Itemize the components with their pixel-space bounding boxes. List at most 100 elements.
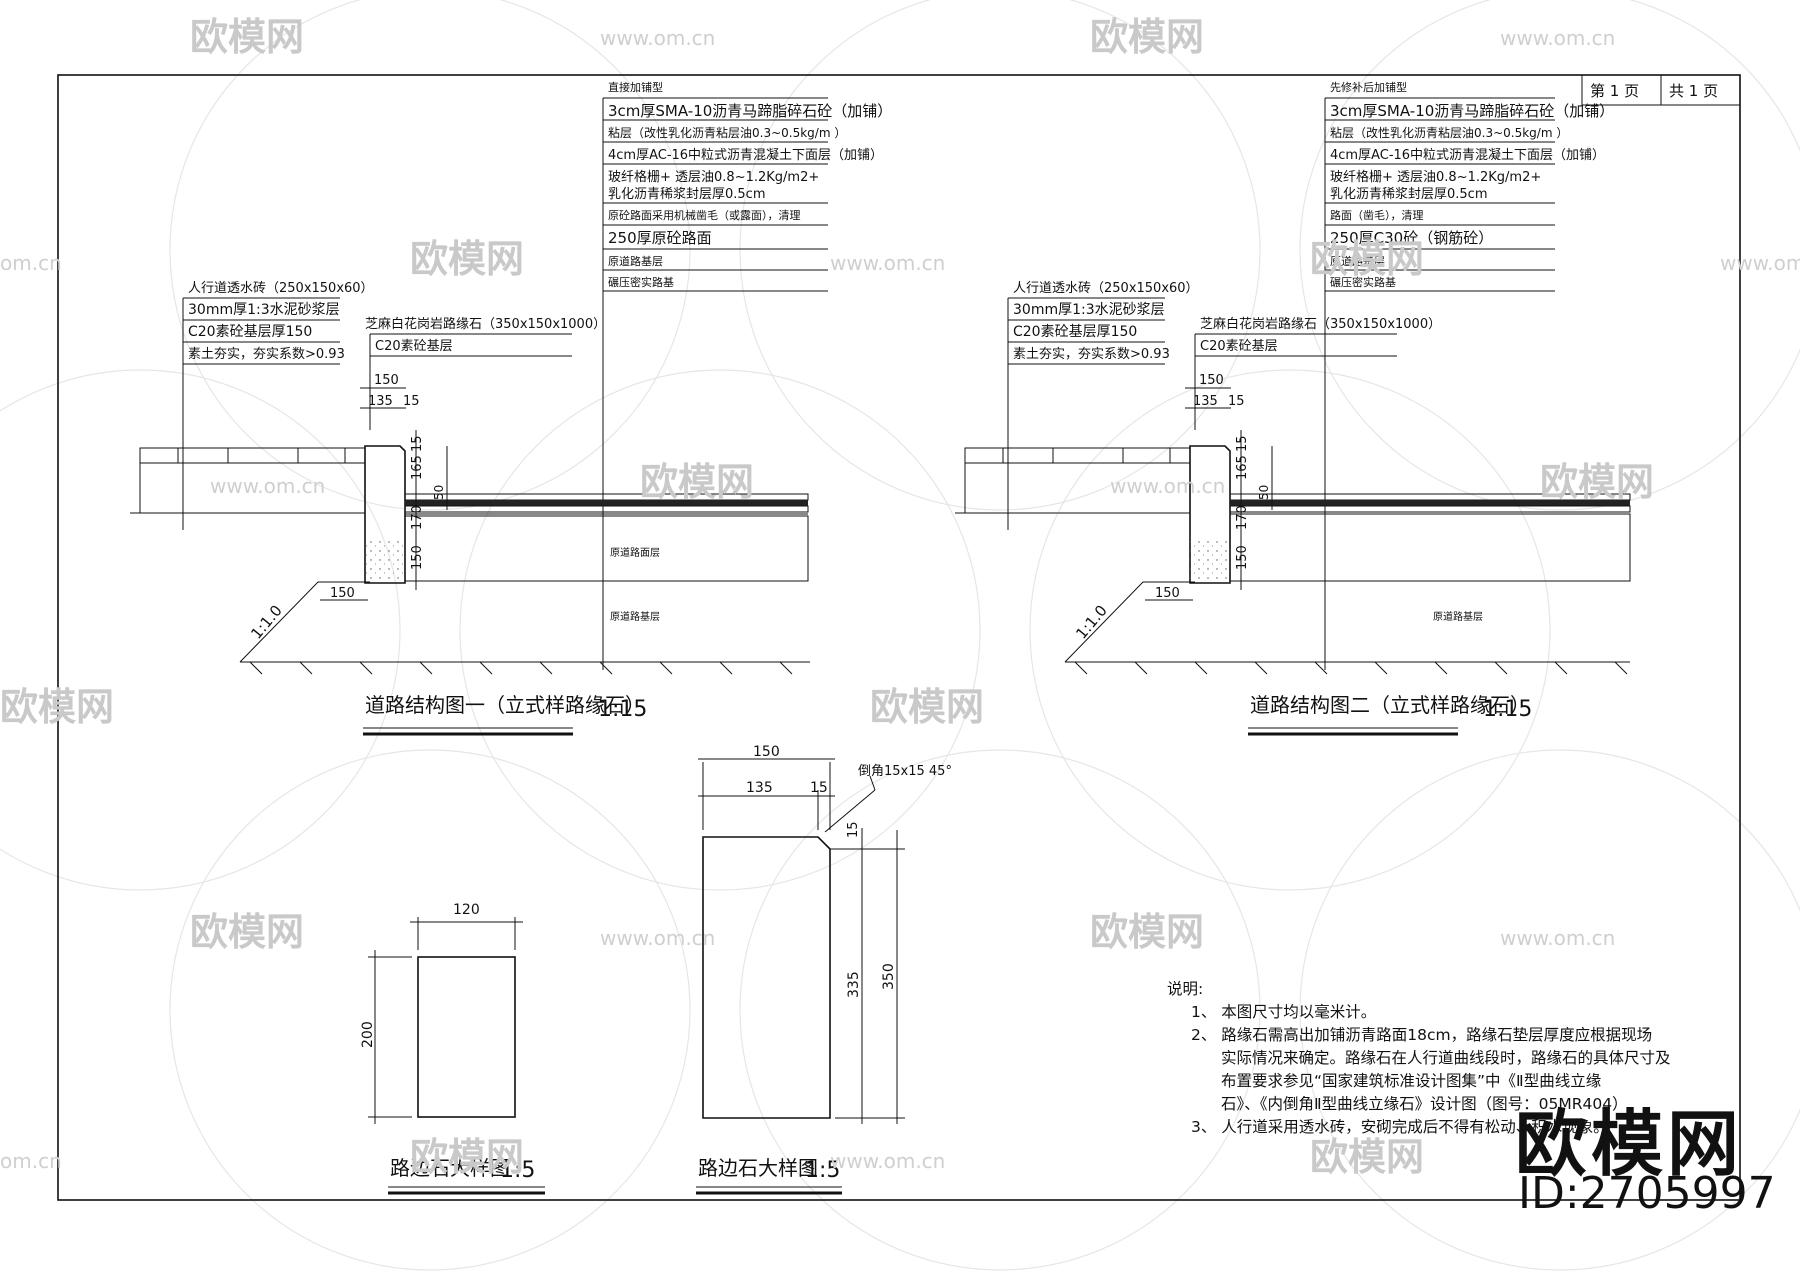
- left-dim-135: 135: [368, 394, 393, 409]
- svg-text:欧模网: 欧模网: [1540, 460, 1654, 504]
- svg-text:www.om.cn: www.om.cn: [1500, 26, 1615, 50]
- right-curb-base: C20素砼基层: [1200, 339, 1278, 354]
- svg-text:om.cn: om.cn: [0, 251, 62, 275]
- right-dim-150-bottom: 150: [1155, 586, 1180, 601]
- right-curb-title: 芝麻白花岗岩路缘石（350x150x1000）: [1200, 316, 1441, 332]
- right-overlay-layer-8: 原道路基层: [1330, 254, 1385, 268]
- right-sidewalk-layer-3: C20素砼基层厚150: [1013, 323, 1137, 340]
- right-dim-150-side: 150: [1235, 545, 1250, 570]
- svg-text:欧模网: 欧模网: [190, 910, 304, 954]
- watermark-brand-tiles: 欧模网 欧模网 欧模网 欧模网 欧模网 欧模网 欧模网 欧模网 欧模网 欧模网 …: [0, 15, 1654, 1179]
- left-label-base: 原道路基层: [610, 610, 660, 623]
- curb-detail-small: 120 200 路边石大样图 1:5: [360, 902, 545, 1195]
- right-dim-15-top: 15: [1228, 394, 1245, 409]
- notes-item-2-line-2: 实际情况来确定。路缘石在人行道曲线段时，路缘石的具体尺寸及: [1221, 1049, 1671, 1067]
- svg-text:欧模网: 欧模网: [190, 15, 304, 59]
- right-overlay-layer-6: 路面（凿毛），清理: [1330, 209, 1424, 222]
- small-detail-caption: 路边石大样图: [390, 1156, 510, 1180]
- large-detail-width-main: 135: [746, 780, 773, 796]
- right-dim-135: 135: [1193, 394, 1218, 409]
- left-sidewalk-layer-4: 素土夯实，夯实系数>0.93: [188, 347, 345, 362]
- svg-text:欧模网: 欧模网: [1310, 237, 1424, 281]
- left-overlay-layer-8: 原道路基层: [608, 254, 663, 268]
- small-detail-width: 120: [453, 902, 480, 918]
- left-curb-base: C20素砼基层: [375, 339, 453, 354]
- svg-text:欧模网: 欧模网: [870, 685, 984, 729]
- notes-item-2-line-3: 布置要求参见“国家建筑标准设计图集”中《Ⅱ型曲线立缘: [1221, 1072, 1602, 1090]
- right-dim-170: 170: [1235, 505, 1250, 530]
- right-dim-165: 165: [1235, 455, 1250, 480]
- left-caption-scale: 1:15: [598, 697, 647, 722]
- notes-item-2: 2、 路缘石需高出加铺沥青路面18cm，路缘石垫层厚度应根据现场: [1191, 1026, 1653, 1044]
- left-dim-150-side: 150: [410, 545, 425, 570]
- watermark-id: ID:2705997: [1518, 1168, 1776, 1219]
- svg-text:www.om.cn: www.om.cn: [830, 251, 945, 275]
- svg-text:欧模网: 欧模网: [0, 685, 114, 729]
- left-overlay-layer-9: 碾压密实路基: [608, 275, 674, 289]
- small-detail-scale: 1:5: [500, 1158, 535, 1183]
- svg-text:欧模网: 欧模网: [1090, 15, 1204, 59]
- page-label-current: 第 1 页: [1590, 82, 1639, 100]
- left-dim-15-side: 15: [410, 435, 425, 452]
- right-sidewalk-layer-2: 30mm厚1:3水泥砂浆层: [1013, 302, 1165, 318]
- right-overlay-layer-7: 250厚C30砼（钢筋砼）: [1330, 229, 1493, 247]
- right-caption: 道路结构图二（立式样路缘石）: [1250, 693, 1530, 717]
- large-detail-chamfer-note: 倒角15x15 45°: [858, 764, 952, 779]
- left-dim-150-bottom: 150: [330, 586, 355, 601]
- left-dim-150-top: 150: [374, 373, 399, 388]
- left-overlay-layer-7: 250厚原砼路面: [608, 229, 712, 247]
- svg-text:www.om.cn: www.om.cn: [600, 26, 715, 50]
- svg-text:www.om.cn: www.om.cn: [210, 474, 325, 498]
- svg-text:欧模网: 欧模网: [1310, 1135, 1424, 1179]
- large-detail-width-chamfer: 15: [810, 780, 828, 796]
- left-caption: 道路结构图一（立式样路缘石）: [365, 693, 645, 717]
- right-overlay-layer-2: 粘层（改性乳化沥青粘层油0.3~0.5kg/m ）: [1330, 125, 1568, 140]
- large-detail-width-total: 150: [753, 744, 780, 760]
- drawing-frame: [57, 74, 1741, 1201]
- large-detail-height-main: 335: [846, 971, 862, 998]
- right-overlay-layer-4: 玻纤格栅+ 透层油0.8~1.2Kg/m2+: [1330, 169, 1541, 185]
- curb-detail-large: 150 135 15 倒角15x15 45° 15 335 350 路边石大样图…: [696, 744, 952, 1195]
- left-label-surface: 原道路面层: [610, 546, 660, 559]
- svg-text:欧模网: 欧模网: [410, 237, 524, 281]
- left-dim-50: 50: [432, 485, 446, 500]
- right-caption-scale: 1:15: [1483, 697, 1532, 722]
- left-overlay-layer-1: 3cm厚SMA-10沥青马蹄脂碎石砼（加铺）: [608, 102, 892, 120]
- left-dim-165: 165: [410, 455, 425, 480]
- notes-item-2-line-4: 石》、《内倒角Ⅱ型曲线立缘石》设计图（图号：05MR404）: [1221, 1095, 1628, 1113]
- page-label-total: 共 1 页: [1669, 82, 1718, 100]
- right-overlay-title: 先修补后加铺型: [1330, 80, 1407, 94]
- right-dim-15-side: 15: [1235, 435, 1250, 452]
- watermark-brand-logo: 欧模网: [1515, 1102, 1744, 1186]
- right-dim-50: 50: [1257, 485, 1271, 500]
- svg-text:www.om.cn: www.om.cn: [1500, 926, 1615, 950]
- notes-item-1: 1、 本图尺寸均以毫米计。: [1191, 1003, 1377, 1021]
- page-counter: 第 1 页 共 1 页: [1581, 74, 1741, 106]
- left-dim-15-top: 15: [403, 394, 420, 409]
- large-detail-height-chamfer: 15: [846, 821, 861, 838]
- svg-text:www.om.cn: www.om.cn: [1720, 251, 1800, 275]
- notes-title: 说明:: [1167, 980, 1204, 998]
- right-slope: 1:1.0: [1072, 602, 1111, 643]
- large-detail-height-total: 350: [881, 963, 897, 990]
- notes-item-3: 3、 人行道采用透水砖，安砌完成后不得有松动、积水现象。: [1191, 1118, 1609, 1136]
- svg-text:欧模网: 欧模网: [1090, 910, 1204, 954]
- right-label-base: 原道路基层: [1433, 610, 1483, 623]
- right-overlay-layer-9: 碾压密实路基: [1330, 275, 1396, 289]
- left-sidewalk-layer-1: 人行道透水砖（250x150x60）: [188, 281, 374, 296]
- right-overlay-layer-3: 4cm厚AC-16中粒式沥青混凝土下面层（加铺）: [1330, 147, 1605, 163]
- svg-text:欧模网: 欧模网: [410, 1135, 524, 1179]
- right-structure-diagram: 先修补后加铺型 3cm厚SMA-10沥青马蹄脂碎石砼（加铺） 粘层（改性乳化沥青…: [955, 80, 1631, 736]
- svg-text:www.om.cn: www.om.cn: [1110, 474, 1225, 498]
- left-overlay-layer-3: 4cm厚AC-16中粒式沥青混凝土下面层（加铺）: [608, 147, 883, 163]
- left-overlay-layer-2: 粘层（改性乳化沥青粘层油0.3~0.5kg/m ）: [608, 125, 846, 140]
- left-structure-diagram: 直接加铺型 3cm厚SMA-10沥青马蹄脂碎石砼（加铺） 粘层（改性乳化沥青粘层…: [130, 80, 892, 736]
- left-overlay-title: 直接加铺型: [608, 80, 663, 94]
- left-sidewalk-layer-2: 30mm厚1:3水泥砂浆层: [188, 302, 340, 318]
- left-overlay-layer-6: 原砼路面采用机械凿毛（或露面），清理: [608, 208, 801, 222]
- left-dim-170: 170: [410, 505, 425, 530]
- right-sidewalk-layer-4: 素土夯实，夯实系数>0.93: [1013, 347, 1170, 362]
- large-detail-caption: 路边石大样图: [698, 1156, 818, 1180]
